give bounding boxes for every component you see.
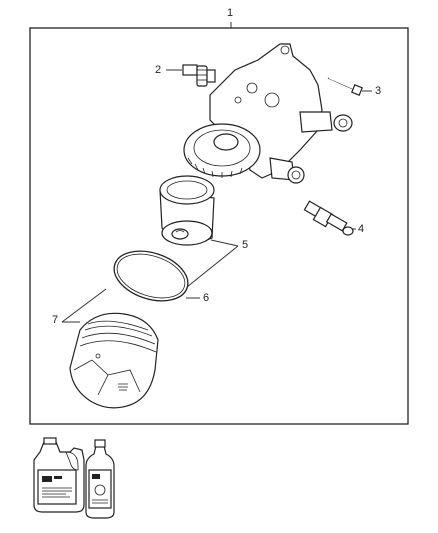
oil-filter-cap-icon <box>69 312 159 409</box>
callout-2: 2 <box>155 64 162 76</box>
callout-1: 1 <box>227 7 234 19</box>
callout-5: 5 <box>242 239 249 251</box>
leader-line-5b <box>186 245 239 288</box>
bolt-icon <box>182 64 216 87</box>
long-bolt-icon <box>327 77 363 96</box>
callout-4: 4 <box>358 223 365 235</box>
callout-6: 6 <box>203 292 210 304</box>
callout-3: 3 <box>375 85 382 97</box>
leader-line-5a <box>210 239 239 247</box>
engine-oil-bottles-icon <box>33 437 115 519</box>
oil-filter-element-icon <box>159 175 215 246</box>
oil-pressure-sensor-icon <box>303 200 354 236</box>
callout-7: 7 <box>52 314 59 326</box>
o-ring-icon <box>113 250 189 302</box>
oil-filter-housing-icon <box>183 43 353 184</box>
diagram-frame <box>29 27 409 425</box>
leader-line-7a <box>61 288 107 323</box>
